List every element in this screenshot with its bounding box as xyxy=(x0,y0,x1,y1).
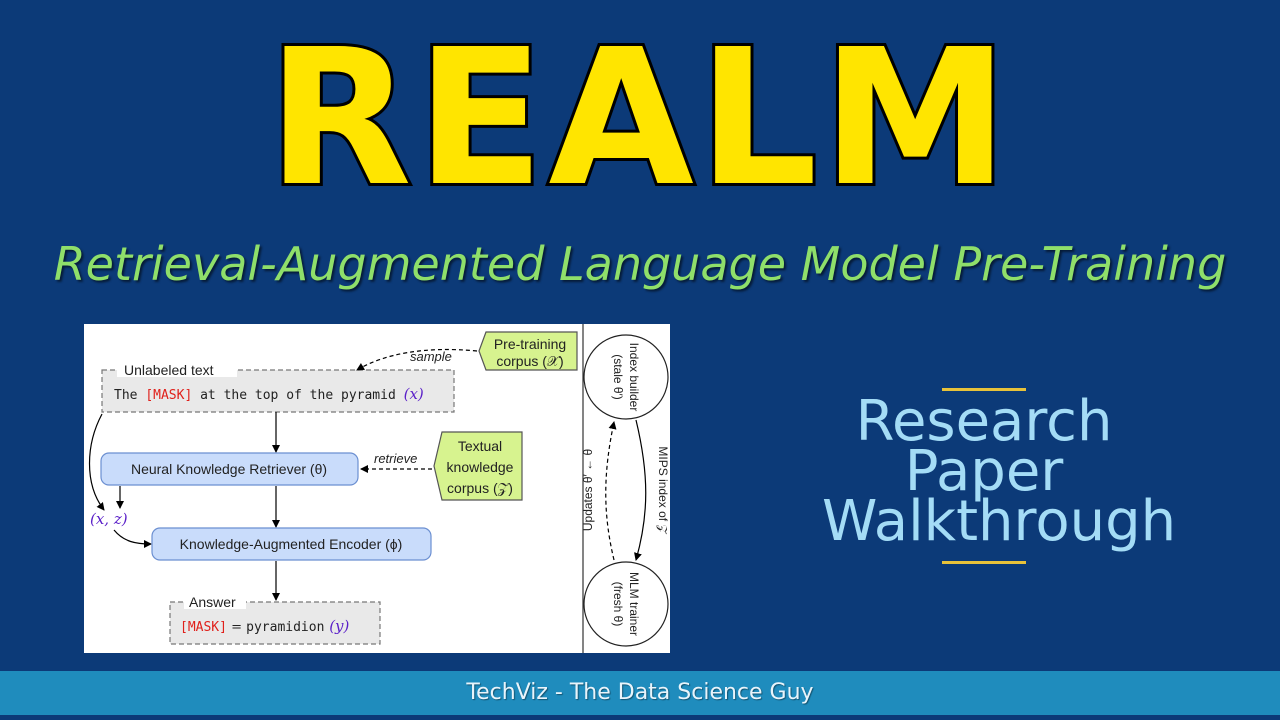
textual-corpus-line3: corpus (𝒵) xyxy=(447,480,513,496)
xz-to-encoder-arrow xyxy=(113,529,152,548)
updates-label: Updates θ′ ← θ xyxy=(581,449,595,532)
answer-label: Answer xyxy=(189,594,236,610)
realm-architecture-figure: Unlabeled text The [MASK] at the top of … xyxy=(84,324,670,653)
pretraining-corpus-box xyxy=(478,331,578,371)
textual-corpus-line2: knowledge xyxy=(447,459,514,475)
answer-value: [MASK] = pyramidion (y) xyxy=(180,617,350,635)
bottom-accent-rule xyxy=(942,561,1026,564)
research-paper-walkthrough: Research Paper Walkthrough xyxy=(822,388,1177,564)
side-line-walkthrough: Walkthrough xyxy=(822,489,1177,554)
mlm-trainer-circle xyxy=(583,561,669,647)
side-line-research: Research xyxy=(855,389,1113,454)
mlm-trainer-line1: MLM trainer xyxy=(627,572,641,636)
updates-arrow xyxy=(605,421,617,561)
video-subtitle: Retrieval-Augmented Language Model Pre-T… xyxy=(53,237,1227,291)
channel-footer: TechViz - The Data Science Guy xyxy=(0,671,1280,715)
video-title: REALM xyxy=(264,9,1013,228)
sample-arrow xyxy=(356,348,478,371)
textual-corpus-line1: Textual xyxy=(458,438,502,454)
knowledge-encoder-box xyxy=(151,527,432,561)
retrieve-label: retrieve xyxy=(374,451,417,466)
pretraining-corpus-line1: Pre-training xyxy=(494,336,566,352)
masked-sentence: The [MASK] at the top of the pyramid (x) xyxy=(114,385,424,403)
x-to-xz-arrow xyxy=(89,413,105,511)
top-accent-rule xyxy=(942,388,1026,391)
mips-arrow xyxy=(634,419,647,561)
textual-corpus-box xyxy=(433,431,523,501)
mlm-trainer-line2: (fresh θ) xyxy=(611,582,625,627)
neural-retriever-label: Neural Knowledge Retriever (θ) xyxy=(131,461,327,477)
knowledge-encoder-label: Knowledge-Augmented Encoder (ϕ) xyxy=(180,536,403,552)
figure-diagram: Unlabeled text The [MASK] at the top of … xyxy=(89,324,670,653)
pretraining-corpus-line2: corpus (𝒳) xyxy=(496,353,563,369)
index-builder-circle xyxy=(583,334,669,420)
neural-retriever-box xyxy=(100,452,359,486)
index-builder-line2: (stale θ′) xyxy=(611,354,625,400)
unlabeled-text-label: Unlabeled text xyxy=(124,362,214,378)
sample-label: sample xyxy=(410,349,452,364)
xz-label: (x, z) xyxy=(90,510,128,528)
side-line-paper: Paper xyxy=(904,439,1064,504)
index-builder-line1: Index builder xyxy=(627,343,641,412)
mips-label: MIPS index of 𝒵 xyxy=(656,446,670,534)
